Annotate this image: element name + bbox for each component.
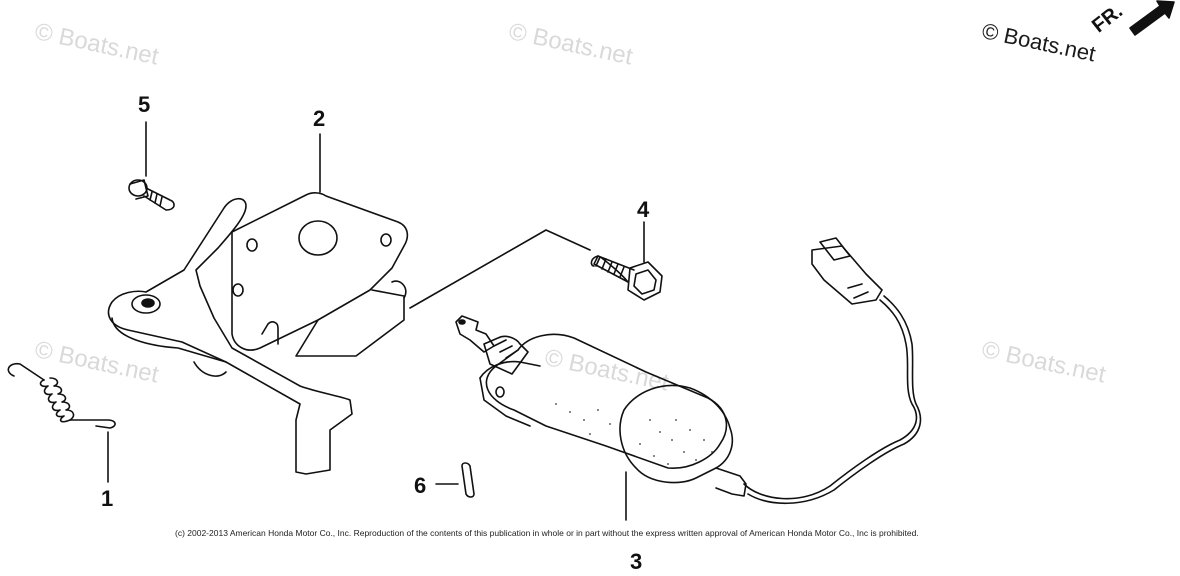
leader-line-bolt-to-bracket: [409, 229, 591, 309]
solenoid-part-3: [455, 237, 922, 505]
bolt-part-5: [128, 179, 175, 211]
callout-4: 4: [637, 197, 650, 222]
callout-1: 1: [101, 486, 114, 511]
copyright-notice: (c) 2002-2013 American Honda Motor Co., …: [175, 528, 919, 538]
callout-5: 5: [138, 92, 151, 117]
callout-2: 2: [313, 106, 326, 131]
front-arrow-icon: [1129, 0, 1175, 36]
solenoid-stipple: [555, 403, 713, 465]
spring-part-1: [7, 362, 116, 429]
callout-6: 6: [414, 473, 427, 498]
bracket-part-2: [107, 192, 409, 475]
callout-3: 3: [630, 549, 643, 574]
pin-part-6: [461, 462, 475, 498]
bolt-part-4: [590, 255, 663, 301]
